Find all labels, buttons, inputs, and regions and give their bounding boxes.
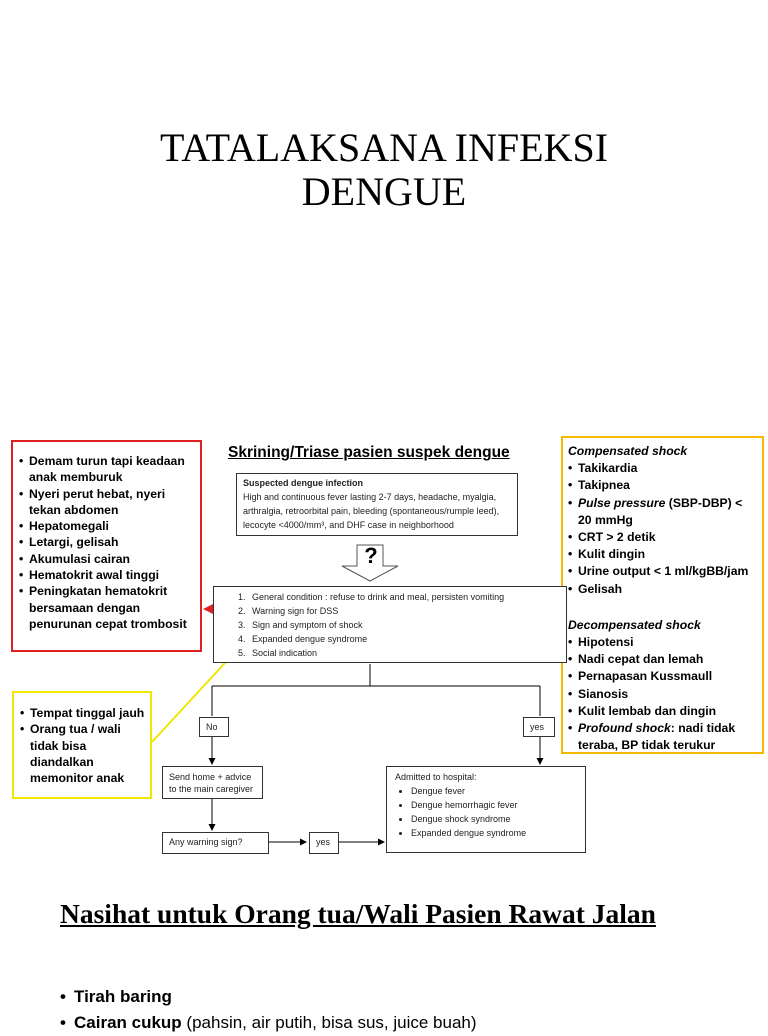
send-home-box: Send home + advice to the main caregiver bbox=[162, 766, 263, 799]
decompensated-item: Sianosis bbox=[568, 686, 758, 703]
advice-item: Cairan cukup (pahsin, air putih, bisa su… bbox=[60, 1010, 477, 1036]
compensated-item: Pulse pressure (SBP-DBP) < 20 mmHg bbox=[568, 495, 758, 529]
warning-signs-box: Demam turun tapi keadaan anak memburuk N… bbox=[11, 440, 202, 652]
slide-title-line1: TATALAKSANA INFEKSI bbox=[159, 125, 609, 170]
profound-shock-term: Profound shock bbox=[578, 721, 671, 736]
admitted-item: Dengue shock syndrome bbox=[411, 812, 577, 826]
compensated-item: Kulit dingin bbox=[568, 546, 758, 563]
pulse-pressure-term: Pulse pressure bbox=[578, 495, 666, 510]
compensated-shock-title: Compensated shock bbox=[568, 444, 688, 458]
warning-sign-item: Peningkatan hematokrit bersamaan dengan … bbox=[19, 583, 196, 632]
admitted-box: Admitted to hospital: Dengue fever Dengu… bbox=[386, 766, 586, 853]
advice-item-rest: (pahsin, air putih, bisa sus, juice buah… bbox=[181, 1013, 477, 1032]
admitted-item: Dengue hemorrhagic fever bbox=[411, 798, 577, 812]
decompensated-item: Pernapasan Kussmaull bbox=[568, 668, 758, 685]
warning-sign-item: Letargi, gelisah bbox=[19, 534, 196, 551]
compensated-item: Takikardia bbox=[568, 460, 758, 477]
yes-box: yes bbox=[523, 717, 555, 737]
flowchart-title: Skrining/Triase pasien suspek dengue bbox=[228, 444, 510, 461]
suspected-body: High and continuous fever lasting 2-7 da… bbox=[243, 492, 500, 530]
slide-title-line2: DENGUE bbox=[301, 169, 467, 214]
decompensated-item: Nadi cepat dan lemah bbox=[568, 651, 758, 668]
warning-question-box: Any warning sign? bbox=[162, 832, 269, 854]
warning-sign-item: Akumulasi cairan bbox=[19, 551, 196, 568]
compensated-item: CRT > 2 detik bbox=[568, 529, 758, 546]
decompensated-item: Profound shock: nadi tidak teraba, BP ti… bbox=[568, 720, 758, 754]
decompensated-item: Kulit lembab dan dingin bbox=[568, 703, 758, 720]
suspected-heading: Suspected dengue infection bbox=[243, 478, 364, 488]
warning-sign-item: Hematokrit awal tinggi bbox=[19, 567, 196, 584]
criteria-item: General condition : refuse to drink and … bbox=[248, 590, 566, 604]
admitted-heading: Admitted to hospital: bbox=[395, 772, 477, 782]
criteria-box: General condition : refuse to drink and … bbox=[213, 586, 567, 663]
pulse-pressure-desc: (SBP-DBP) < 20 mmHg bbox=[578, 495, 743, 527]
yes-box-2: yes bbox=[309, 832, 339, 854]
criteria-item: Expanded dengue syndrome bbox=[248, 632, 566, 646]
compensated-item: Takipnea bbox=[568, 477, 758, 494]
compensated-item: Urine output < 1 ml/kgBB/jam bbox=[568, 563, 758, 580]
yellow-connector bbox=[151, 650, 237, 743]
question-arrow bbox=[341, 544, 399, 582]
no-box: No bbox=[199, 717, 229, 737]
advice-item-bold: Cairan cukup bbox=[74, 1013, 182, 1032]
shock-signs-box: Compensated shock Takikardia Takipnea Pu… bbox=[561, 436, 764, 754]
social-indication-box: Tempat tinggal jauh Orang tua / wali tid… bbox=[12, 691, 152, 799]
advice-item: Tirah baring bbox=[60, 984, 477, 1010]
warning-sign-item: Nyeri perut hebat, nyeri tekan abdomen bbox=[19, 486, 196, 519]
advice-heading: Nasihat untuk Orang tua/Wali Pasien Rawa… bbox=[60, 898, 656, 929]
decompensated-shock-title: Decompensated shock bbox=[568, 617, 701, 632]
advice-list: Tirah baring Cairan cukup (pahsin, air p… bbox=[60, 984, 477, 1036]
social-indication-item: Orang tua / wali tidak bisa diandalkan m… bbox=[20, 721, 146, 786]
criteria-item: Sign and symptom of shock bbox=[248, 618, 566, 632]
profound-shock-desc: : nadi tidak teraba, BP tidak terukur bbox=[578, 721, 736, 753]
admitted-item: Expanded dengue syndrome bbox=[411, 826, 577, 840]
compensated-item: Gelisah bbox=[568, 581, 758, 598]
warning-sign-item: Hepatomegali bbox=[19, 518, 196, 535]
admitted-item: Dengue fever bbox=[411, 784, 577, 798]
question-mark: ? bbox=[364, 543, 378, 568]
slide-title: TATALAKSANA INFEKSI DENGUE bbox=[0, 126, 768, 214]
criteria-item: Social indication bbox=[248, 646, 566, 660]
warning-sign-item: Demam turun tapi keadaan anak memburuk bbox=[19, 453, 196, 486]
criteria-item: Warning sign for DSS bbox=[248, 604, 566, 618]
social-indication-item: Tempat tinggal jauh bbox=[20, 705, 146, 722]
decompensated-item: Hipotensi bbox=[568, 634, 758, 651]
suspected-infection-box: Suspected dengue infection High and cont… bbox=[236, 473, 518, 536]
